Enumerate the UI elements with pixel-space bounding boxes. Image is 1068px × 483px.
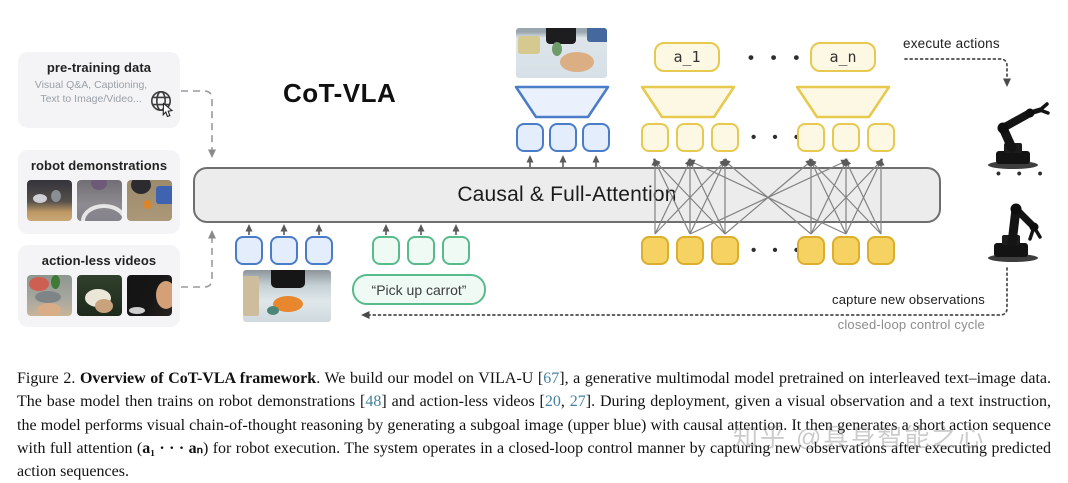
citation-link[interactable]: 67 (543, 370, 560, 387)
robot-demos-title: robot demonstrations (30, 158, 168, 173)
actionless-thumbnail (26, 275, 72, 316)
robot-demo-thumbnail (26, 180, 72, 221)
pretraining-subtitle: Visual Q&A, Captioning, Text to Image/Vi… (34, 79, 148, 105)
instruction-box: “Pick up carrot” (352, 274, 486, 305)
citation-link[interactable]: 27 (569, 393, 586, 411)
an-text: a_n (829, 48, 857, 66)
actionless-videos-box: action-less videos (18, 245, 180, 327)
subgoal-token (549, 123, 577, 152)
robot-demo-thumbnail (126, 180, 172, 221)
action-decoder-trapezoid (640, 85, 736, 119)
text-token (442, 236, 470, 265)
subgoal-decoder-trapezoid (514, 85, 610, 119)
caption-segment: ]. During deployment, given a visual obs… (17, 393, 1052, 457)
ellipsis-dots: • • • (996, 165, 1049, 181)
robot-demo-thumbnail (76, 180, 122, 221)
observation-image (243, 270, 331, 322)
robot-arm-image (988, 203, 1042, 262)
ellipsis-dots: • • • (751, 129, 806, 146)
action-input-token (867, 236, 895, 265)
caption-segment: ] and action-less videos [ (381, 393, 545, 411)
a1-text: a_1 (673, 48, 701, 66)
action-output-token (867, 123, 895, 152)
caption-segment: Figure 2. (17, 370, 80, 387)
actionless-thumbnail (76, 275, 122, 316)
action-chunk-label-an: a_n (810, 42, 876, 72)
actionless-thumbnail (126, 275, 172, 316)
robot-demo-thumbnails (18, 180, 180, 221)
action-output-token (641, 123, 669, 152)
citation-link[interactable]: 48 (365, 393, 382, 411)
caption-segment: ) for robot execution. The system operat… (17, 439, 1051, 481)
action-output-token (797, 123, 825, 152)
observation-token (305, 236, 333, 265)
citation-link[interactable]: 20 (544, 393, 561, 411)
action-decoder-trapezoid (795, 85, 891, 119)
robot-arm-image (988, 102, 1050, 169)
pretraining-title: pre-training data (46, 60, 152, 75)
caption-segment: , (560, 393, 570, 411)
action-output-token (711, 123, 739, 152)
closed-loop-label: closed-loop control cycle (837, 317, 985, 332)
subgoal-token (516, 123, 544, 152)
action-input-token (797, 236, 825, 265)
caption-segment: . We build our model on VILA-U [ (316, 370, 544, 387)
diagram-canvas: pre-training data Visual Q&A, Captioning… (18, 28, 1050, 332)
attention-bar-label: Causal & Full-Attention (457, 183, 677, 206)
action-output-token (676, 123, 704, 152)
text-token (407, 236, 435, 265)
action-input-token (711, 236, 739, 265)
action-input-token (676, 236, 704, 265)
caption-math: a₁ · · · aₙ (142, 439, 203, 457)
action-output-token (832, 123, 860, 152)
globe-cursor-icon (151, 91, 174, 118)
model-title: CoT-VLA (283, 78, 397, 108)
capture-observations-label: capture new observations (832, 292, 985, 307)
observation-token (270, 236, 298, 265)
ellipsis-dots: • • • (748, 48, 806, 67)
caption-segment: ], a generative multimodal model pretrai… (17, 370, 1051, 411)
instruction-text: “Pick up carrot” (371, 281, 467, 298)
robot-demonstrations-box: robot demonstrations (18, 150, 180, 234)
figure-caption: Figure 2. Overview of CoT-VLA framework.… (17, 367, 1051, 483)
subgoal-token (582, 123, 610, 152)
actionless-title: action-less videos (41, 253, 157, 268)
caption-title: Overview of CoT-VLA framework (79, 370, 317, 387)
execute-actions-label: execute actions (903, 36, 1000, 51)
action-input-token (641, 236, 669, 265)
observation-token (235, 236, 263, 265)
attention-bar: Causal & Full-Attention (193, 167, 941, 223)
action-chunk-label-a1: a_1 (654, 42, 720, 72)
ellipsis-dots: • • • (751, 242, 806, 259)
action-input-token (832, 236, 860, 265)
actionless-thumbnails (18, 275, 180, 316)
subgoal-image (516, 28, 607, 78)
text-token (372, 236, 400, 265)
pretraining-data-box: pre-training data Visual Q&A, Captioning… (18, 52, 180, 128)
